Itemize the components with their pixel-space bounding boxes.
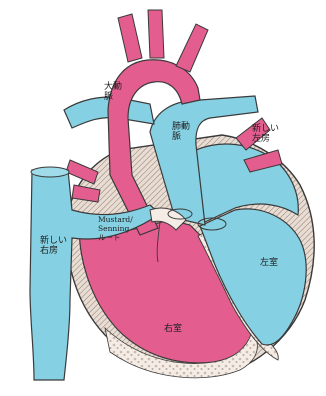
label-baffle-line3: ルート	[98, 233, 133, 242]
label-aorta: 大動 脈	[104, 82, 122, 102]
label-new-right-atrium-line1: 新しい	[40, 236, 67, 246]
label-right-ventricle: 右室	[164, 324, 182, 334]
label-aorta-line1: 大動	[104, 82, 122, 92]
label-aorta-line2: 脈	[104, 92, 122, 102]
label-baffle: Mustard/ Senning ルート	[98, 215, 133, 242]
label-new-right-atrium: 新しい 右房	[40, 236, 67, 256]
label-new-left-atrium-line1: 新しい	[252, 124, 279, 134]
label-left-ventricle: 左室	[260, 258, 278, 268]
label-baffle-line1: Mustard/	[98, 215, 133, 224]
label-baffle-line2: Senning	[98, 224, 133, 233]
label-new-left-atrium-line2: 左房	[252, 134, 279, 144]
label-new-right-atrium-line2: 右房	[40, 246, 67, 256]
label-pulmonary-artery-line2: 脈	[172, 132, 190, 142]
label-new-left-atrium: 新しい 左房	[252, 124, 279, 144]
label-pulmonary-artery: 肺動 脈	[172, 122, 190, 142]
vena-cava-opening	[31, 167, 69, 177]
label-pulmonary-artery-line1: 肺動	[172, 122, 190, 132]
